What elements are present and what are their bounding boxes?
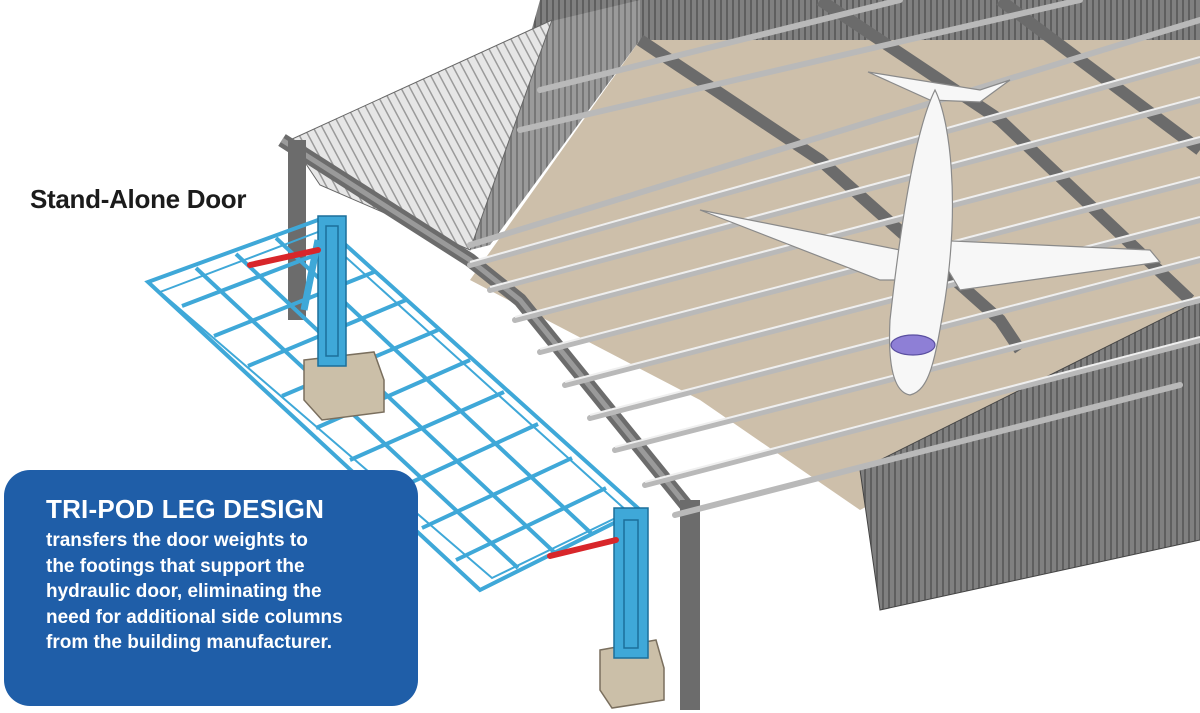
airplane — [699, 71, 1162, 396]
callout-line: the footings that support the — [46, 555, 305, 577]
callout-body: transfers the door weights to the footin… — [46, 528, 400, 656]
stand-alone-door-label: Stand-Alone Door — [30, 184, 247, 214]
left-footing — [303, 351, 385, 421]
front-left-column — [288, 140, 306, 320]
front-right-column — [680, 500, 700, 710]
callout-line: transfers the door weights to — [46, 530, 308, 551]
roof-purlins — [467, 0, 1200, 518]
callout-title: TRI-POD LEG DESIGN — [46, 494, 325, 524]
right-hydraulic-cylinder — [547, 537, 619, 559]
left-tripod-leg — [247, 215, 385, 421]
callout-line: hydraulic door, eliminating the — [46, 581, 322, 602]
callout-line: need for additional side columns — [46, 606, 343, 628]
gable-wall — [470, 0, 640, 250]
callout-line: from the building manufacturer. — [46, 632, 333, 653]
right-side-wall — [860, 300, 1200, 610]
right-tripod-leg — [547, 507, 665, 709]
left-hydraulic-cylinder — [247, 247, 321, 268]
tripod-callout-box: TRI-POD LEG DESIGN transfers the door we… — [4, 470, 418, 706]
